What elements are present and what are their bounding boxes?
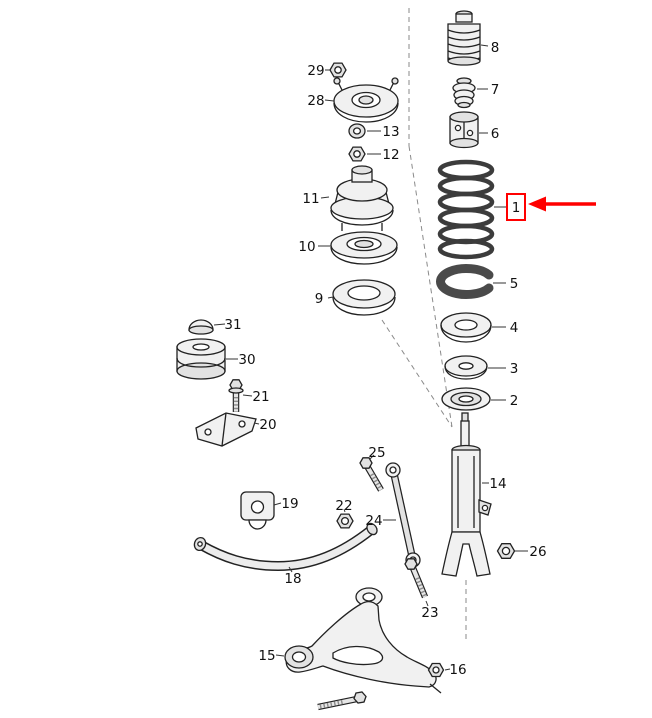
- control-arm-bolt: [317, 691, 367, 711]
- part-21-bolt: [228, 379, 244, 412]
- part-10-bearing-seat: [330, 231, 398, 265]
- part-callout-31[interactable]: 31: [224, 317, 241, 333]
- part-3-washer: [444, 355, 488, 380]
- part-20-bracket: [195, 412, 257, 447]
- highlight-box: [506, 193, 526, 221]
- part-26-nut: [496, 543, 516, 559]
- callout-leader-28: [324, 99, 335, 102]
- part-30-bushing-cylinder: [176, 338, 226, 380]
- callout-leader-16: [444, 668, 451, 671]
- part-callout-16[interactable]: 16: [449, 662, 466, 678]
- part-7-bump-stop-boot: [452, 77, 476, 109]
- part-18-stabilizer-bar: [193, 522, 378, 572]
- callout-leader-21: [242, 394, 253, 397]
- part-callout-30[interactable]: 30: [238, 352, 255, 368]
- part-callout-24[interactable]: 24: [365, 513, 382, 529]
- callout-layer: 8761543214262928131211109313021201918252…: [213, 40, 596, 678]
- callout-leader-20: [253, 422, 260, 425]
- part-5-spring-pad: [436, 264, 494, 299]
- highlight-arrow: [528, 196, 596, 212]
- assembly-axis-lines: [381, 8, 467, 642]
- part-callout-20[interactable]: 20: [259, 417, 276, 433]
- part-callout-29[interactable]: 29: [307, 63, 324, 79]
- part-13-bushing: [348, 123, 366, 139]
- part-callout-3[interactable]: 3: [510, 361, 519, 377]
- part-callout-5[interactable]: 5: [510, 276, 519, 292]
- part-31-cap: [188, 319, 214, 335]
- part-14-strut: [441, 412, 492, 577]
- part-23-bolt: [404, 558, 429, 599]
- part-1-coil-spring: [437, 159, 495, 260]
- part-callout-19[interactable]: 19: [281, 496, 298, 512]
- part-15-lower-control-arm: [284, 587, 442, 694]
- callout-leader-19: [273, 502, 282, 506]
- callout-leader-8: [480, 44, 489, 47]
- callout-leader-25: [369, 454, 375, 460]
- part-callout-26[interactable]: 26: [529, 544, 546, 560]
- callout-leader-31: [213, 323, 226, 326]
- callout-leader-22: [343, 508, 346, 513]
- part-8-dust-boot: [447, 10, 481, 66]
- part-6-bump-stop: [449, 111, 479, 149]
- part-2-spring-plate: [441, 387, 491, 411]
- callout-leader-23: [425, 600, 429, 607]
- part-callout-1[interactable]: 1: [512, 200, 521, 216]
- part-callout-18[interactable]: 18: [284, 571, 301, 587]
- part-4-spring-seat: [440, 312, 492, 343]
- part-19-stabilizer-bushing: [240, 491, 275, 530]
- part-25-bolt: [359, 457, 384, 492]
- callout-leader-15: [275, 654, 285, 657]
- part-11-strut-mount: [330, 165, 394, 231]
- part-9-mount-ring: [332, 279, 396, 316]
- part-28-upper-mount: [333, 77, 399, 123]
- part-callout-14[interactable]: 14: [489, 476, 506, 492]
- part-12-nut: [348, 146, 366, 162]
- callout-leader-18: [288, 566, 293, 573]
- part-16-nut: [427, 662, 445, 678]
- part-callout-25[interactable]: 25: [368, 445, 385, 461]
- part-callout-9[interactable]: 9: [315, 291, 324, 307]
- part-29-nut: [329, 62, 347, 78]
- part-callout-15[interactable]: 15: [258, 648, 275, 664]
- part-callout-21[interactable]: 21: [252, 389, 269, 405]
- part-callout-23[interactable]: 23: [421, 605, 438, 621]
- part-callout-8[interactable]: 8: [491, 40, 500, 56]
- part-22-nut: [336, 513, 354, 529]
- callout-leader-9: [327, 296, 334, 299]
- part-callout-4[interactable]: 4: [510, 320, 519, 336]
- part-callout-12[interactable]: 12: [382, 147, 399, 163]
- part-callout-22[interactable]: 22: [335, 498, 352, 514]
- part-callout-28[interactable]: 28: [307, 93, 324, 109]
- part-callout-7[interactable]: 7: [491, 82, 500, 98]
- part-callout-10[interactable]: 10: [298, 239, 315, 255]
- part-24-stabilizer-link: [385, 462, 421, 568]
- part-callout-2[interactable]: 2: [510, 393, 519, 409]
- part-callout-13[interactable]: 13: [382, 124, 399, 140]
- callout-leader-11: [320, 196, 330, 199]
- part-callout-6[interactable]: 6: [491, 126, 500, 142]
- part-callout-11[interactable]: 11: [302, 191, 319, 207]
